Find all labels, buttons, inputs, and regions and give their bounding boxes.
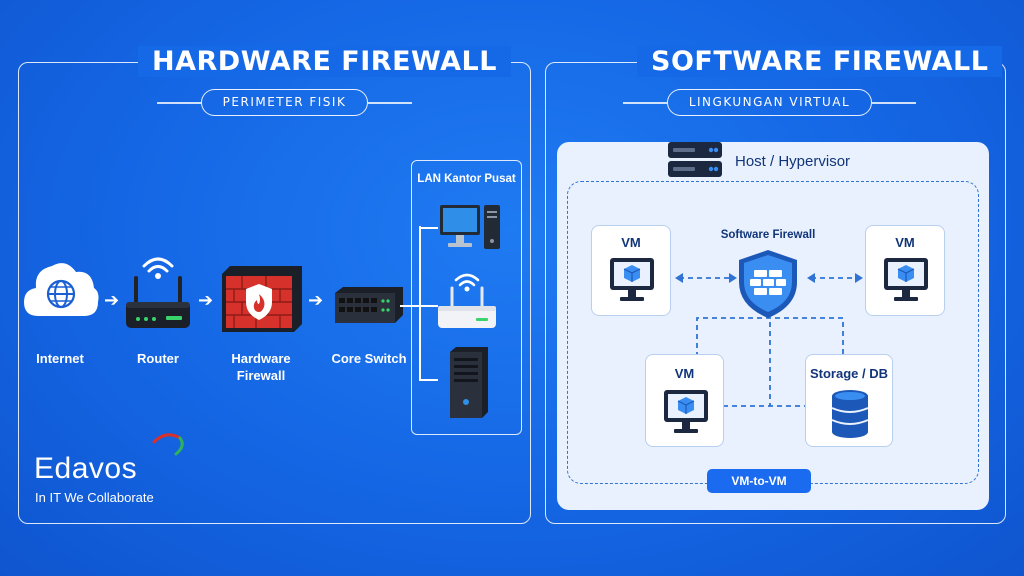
subtitle-line-left: [157, 102, 201, 104]
storage-db-card: Storage / DB: [805, 354, 893, 447]
software-firewall-shield-icon: [737, 248, 799, 320]
lan-connector-lines: [400, 226, 438, 381]
vm-monitor-icon: [662, 388, 710, 438]
host-server-icon: [667, 141, 723, 179]
router-label: Router: [137, 351, 179, 366]
arrow-firewall-switch-icon: ➔: [308, 290, 324, 311]
hardware-firewall-title: HARDWARE FIREWALL: [138, 46, 511, 77]
internet-label: Internet: [36, 351, 84, 366]
vm-label: VM: [621, 235, 641, 250]
wireless-access-point-icon: [436, 266, 498, 332]
lan-kantor-pusat-title: LAN Kantor Pusat: [417, 173, 516, 185]
core-switch-icon: [331, 285, 405, 331]
perimeter-fisik-badge: PERIMETER FISIK: [201, 89, 368, 116]
router-icon: [122, 248, 194, 334]
internet-cloud-icon: [22, 256, 100, 324]
server-tower-icon: [444, 346, 490, 420]
arrow-router-firewall-icon: ➔: [198, 290, 214, 311]
hardware-firewall-label: Hardware Firewall: [231, 351, 291, 383]
software-firewall-label: Software Firewall: [720, 229, 816, 241]
desktop-computer-icon: [438, 203, 502, 253]
vm-card-bottom: VM: [645, 354, 724, 447]
vm-card-top-right: VM: [865, 225, 945, 316]
vm-monitor-icon: [882, 256, 930, 306]
subtitle-line-right: [368, 102, 412, 104]
vm-card-top-left: VM: [591, 225, 671, 316]
vm-to-vm-badge: VM-to-VM: [707, 469, 811, 493]
vm-connection-lines: [675, 273, 863, 407]
subtitle-line-left: [623, 102, 667, 104]
core-switch-label: Core Switch: [331, 351, 407, 366]
vm-monitor-icon: [608, 256, 656, 306]
subtitle-line-right: [872, 102, 916, 104]
vm-label: VM: [895, 235, 915, 250]
edavos-logo-swoosh-icon: [150, 432, 186, 462]
hardware-firewall-icon: [220, 264, 304, 334]
brand-tagline: In IT We Collaborate: [35, 490, 154, 505]
storage-db-label: Storage / DB: [809, 366, 888, 381]
vm-label: VM: [674, 366, 695, 381]
host-hypervisor-box: [557, 142, 989, 510]
lan-kantor-pusat-box: [411, 160, 522, 435]
brand-name: Edavos: [34, 452, 138, 485]
software-firewall-title: SOFTWARE FIREWALL: [637, 46, 1003, 77]
database-icon: [830, 389, 870, 439]
arrow-internet-router-icon: ➔: [104, 290, 120, 311]
host-hypervisor-label: Host / Hypervisor: [735, 153, 851, 170]
lingkungan-virtual-badge: LINGKUNGAN VIRTUAL: [667, 89, 872, 116]
